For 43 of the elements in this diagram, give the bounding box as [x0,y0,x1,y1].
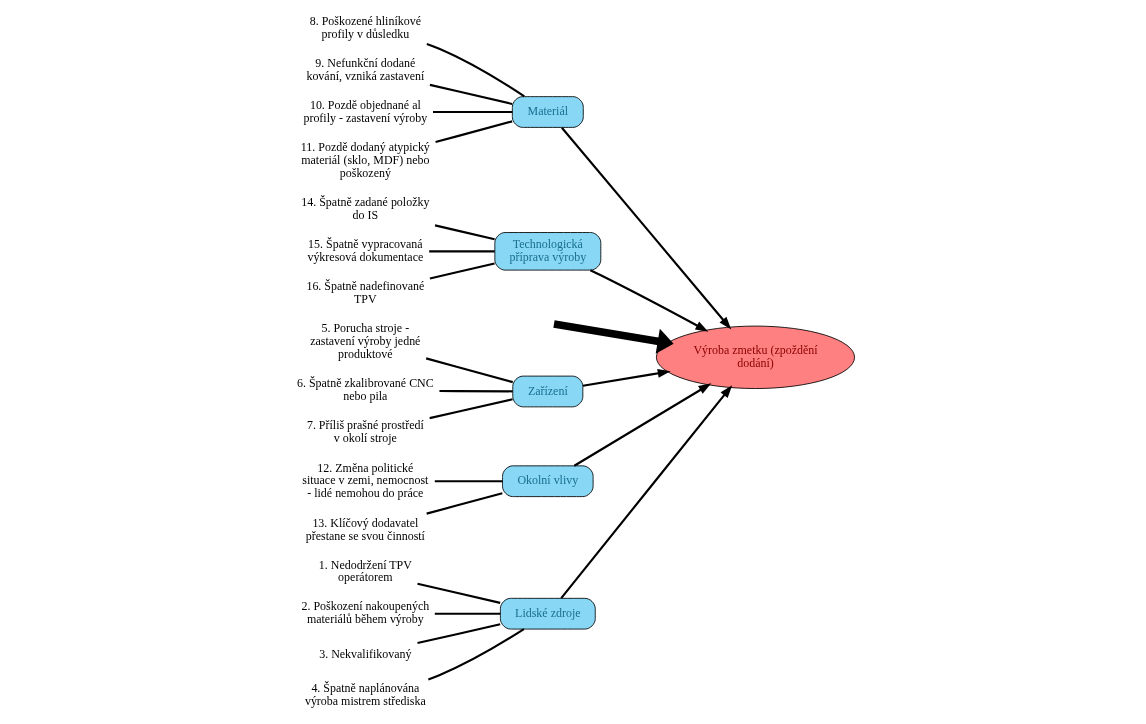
node-text: 5. Porucha stroje - zastavení výroby jedné produktové [310,321,421,361]
connector [429,262,495,280]
arrow [589,269,709,332]
node-text: 11. Pozdě dodaný atypický materiál (sklo, MDF) nebo poškozený [300,140,430,180]
connector [425,357,514,384]
node-text: 1. Nedodržení TPV operátorem [318,557,412,585]
connector [429,398,513,420]
node-box: Lidské zdroje [499,597,596,630]
connector [426,492,503,515]
node-text: 10. Pozdě objednané al profily - zastavení výroby [303,97,428,125]
node-text: 4. Špatně naplánována výroba mistrem střediska [304,681,426,709]
node-text: 3. Nekvalifikovaný [319,646,412,661]
node-box: Technologická příprava výroby [494,232,602,271]
connector [426,42,525,98]
node-text: 15. Špatně vypracovaná výkresová dokumentace [307,237,424,264]
connector [417,623,501,645]
node-box: Okolní vlivy [502,465,594,498]
connector [429,250,495,253]
connector [439,389,513,393]
node-text: 6. Špatně zkalibrované CNC nebo pila [296,376,434,404]
connector [434,224,495,241]
arrow [573,383,712,467]
arrow [561,127,732,330]
node-text: 2. Poškození nakoupených materiálů během výroby [301,599,430,627]
arrow [553,320,674,354]
connector [435,120,513,144]
node-text: 8. Poškozené hliníkové profily v důsledku [309,14,421,41]
node-box: Materiál [511,96,584,128]
node-text: 13. Klíčový dodavatel přestane se svou činností [305,515,425,543]
node-text: 16. Špatně nadefinované TPV [306,278,425,306]
connector [428,628,525,681]
node-text: 7. Příliš prašné prostředí v okolí stroje [306,418,424,446]
node-text: 14. Špatně zadané položky do IS [301,195,430,223]
node-box: Zařízení [512,375,584,408]
node-text: 9. Nefunkční dodané kování, vzniká zastavení [306,55,425,83]
node-text: 12. Změna politické situace v zemi, nemocnost - lidé nemohou do práce [302,460,429,501]
connector [417,582,501,604]
connector [434,612,501,615]
connector [433,110,513,114]
connector [434,480,503,483]
arrow [560,385,733,599]
arrow [582,368,671,387]
connector [429,83,513,105]
